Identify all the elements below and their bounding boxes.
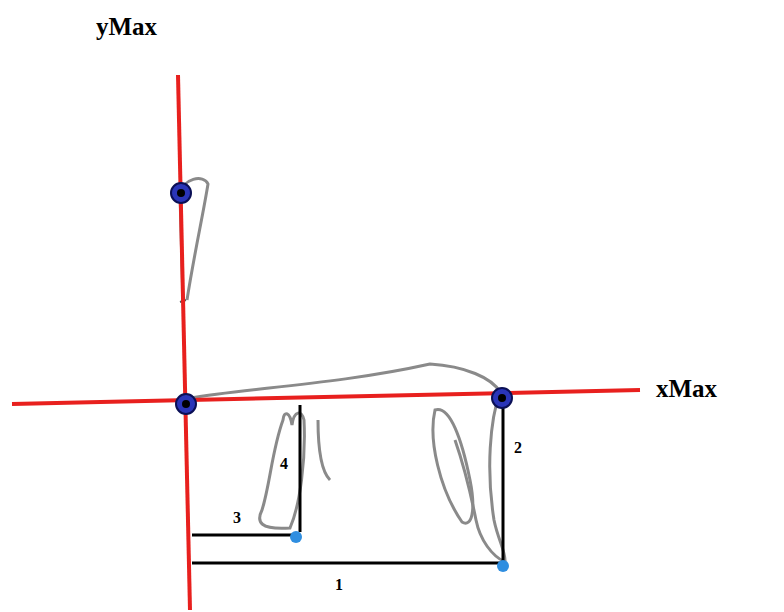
x-axis bbox=[12, 390, 640, 404]
landmark-points bbox=[171, 183, 512, 414]
axis-label: xMax bbox=[656, 376, 717, 401]
callout-number: 3 bbox=[233, 510, 241, 526]
leg-sketch bbox=[260, 413, 305, 528]
callout-number: 1 bbox=[335, 577, 343, 593]
callout-number: 4 bbox=[280, 456, 288, 472]
measure-line bbox=[299, 405, 302, 532]
measure-line bbox=[502, 402, 505, 563]
y-axis bbox=[178, 75, 190, 610]
leg-sketch bbox=[318, 420, 330, 480]
measure-line bbox=[192, 534, 292, 537]
leg-sketch bbox=[433, 410, 473, 524]
axis-label: yMax bbox=[96, 14, 157, 39]
measure-line bbox=[192, 562, 500, 565]
callout-number: 2 bbox=[514, 440, 522, 456]
measure-points bbox=[290, 531, 509, 572]
